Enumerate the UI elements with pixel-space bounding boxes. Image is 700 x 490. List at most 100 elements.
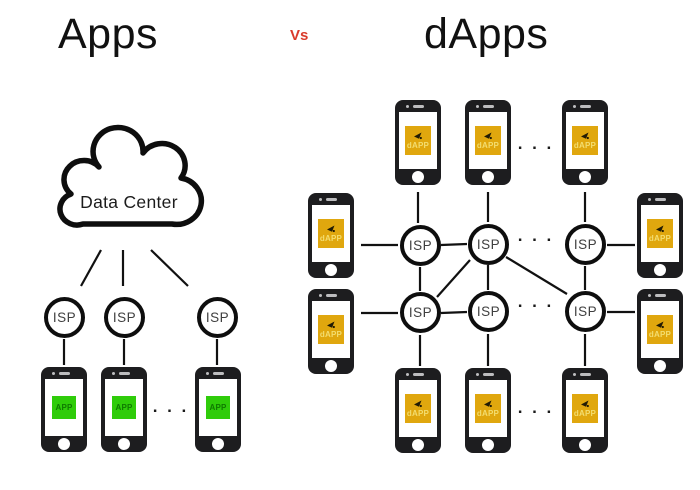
phone: dAPP [395,100,441,185]
phone-screen: dAPP [399,380,437,437]
isp-label: ISP [408,238,433,253]
phone-screen: dAPP [469,380,507,437]
home-button-icon [58,438,70,450]
isp-label: ISP [112,310,137,325]
phone: APP [41,367,87,452]
dapp-icon: dAPP [572,394,598,423]
phone: dAPP [395,368,441,453]
home-button-icon [412,171,424,183]
isp-mesh-links [418,242,587,315]
app-icon: APP [112,396,136,419]
home-button-icon [579,171,591,183]
home-button-icon [325,360,337,372]
isp-label: ISP [573,304,598,319]
cloud-to-isp-links [80,249,189,287]
camera-icon [476,105,479,108]
home-button-icon [654,360,666,372]
camera-icon [648,198,651,201]
isp-label: ISP [476,237,501,252]
dapp-icon: dAPP [405,394,431,423]
speaker-icon [326,198,337,201]
speaker-icon [326,294,337,297]
ellipsis: · · · [517,230,555,250]
ellipsis: · · · [517,296,555,316]
title-vs: Vs [290,27,309,44]
phone-screen: dAPP [566,380,604,437]
isp-label: ISP [476,304,501,319]
camera-icon [206,372,209,375]
dapp-glyph-icon [414,400,422,408]
dapp-glyph-icon [327,321,335,329]
phone-screen: dAPP [312,205,350,262]
dapp-glyph-icon [581,132,589,140]
isp-node: ISP [400,292,441,333]
phone-screen: dAPP [312,301,350,358]
dapp-glyph-icon [484,400,492,408]
camera-icon [476,373,479,376]
app-icon-label: APP [55,403,73,412]
camera-icon [319,198,322,201]
home-button-icon [482,439,494,451]
camera-icon [648,294,651,297]
dapp-icon-label: dAPP [319,330,343,339]
dapp-glyph-icon [484,132,492,140]
isp-node: ISP [468,224,509,265]
dapp-icon: dAPP [405,126,431,155]
camera-icon [406,105,409,108]
isp-node: ISP [565,224,606,265]
title-apps: Apps [58,10,159,58]
dapp-icon: dAPP [475,394,501,423]
isp-node: ISP [197,297,238,338]
dapp-icon: dAPP [647,219,673,248]
camera-icon [573,105,576,108]
data-center-label: Data Center [80,192,178,212]
speaker-icon [119,372,130,375]
speaker-icon [59,372,70,375]
home-button-icon [325,264,337,276]
app-icon: APP [206,396,230,419]
phone: dAPP [465,100,511,185]
home-button-icon [579,439,591,451]
isp-node: ISP [565,291,606,332]
ellipsis: · · · [517,138,555,158]
dapp-icon-label: dAPP [573,141,597,150]
isp-node: ISP [104,297,145,338]
speaker-icon [413,373,424,376]
dapp-icon-label: dAPP [406,141,430,150]
dapp-icon-label: dAPP [476,409,500,418]
phone-screen: dAPP [566,112,604,169]
home-button-icon [412,439,424,451]
speaker-icon [655,294,666,297]
camera-icon [573,373,576,376]
camera-icon [319,294,322,297]
dapp-icon-label: dAPP [406,409,430,418]
home-button-icon [212,438,224,450]
phone: dAPP [465,368,511,453]
phone-screen: dAPP [641,205,679,262]
speaker-icon [483,373,494,376]
camera-icon [406,373,409,376]
ellipsis: · · · [152,401,190,421]
isp-node: ISP [468,291,509,332]
phone: dAPP [562,100,608,185]
phone: dAPP [562,368,608,453]
app-icon-label: APP [115,403,133,412]
dapp-icon: dAPP [318,219,344,248]
phone: dAPP [637,193,683,278]
speaker-icon [413,105,424,108]
phone: APP [195,367,241,452]
isp-label: ISP [408,305,433,320]
phone-screen: dAPP [399,112,437,169]
isp-node: ISP [400,225,441,266]
dapp-icon: dAPP [572,126,598,155]
app-icon-label: APP [209,403,227,412]
home-button-icon [118,438,130,450]
dapp-glyph-icon [656,321,664,329]
isp-label: ISP [52,310,77,325]
dapp-icon-label: dAPP [573,409,597,418]
phone: dAPP [308,289,354,374]
phone-screen: dAPP [641,301,679,358]
title-dapps: dApps [424,10,549,58]
